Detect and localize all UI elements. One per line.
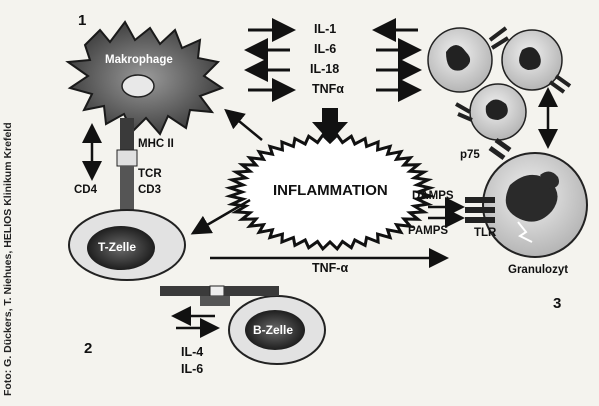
section-number-3: 3 — [553, 295, 561, 312]
b-cell-label: B-Zelle — [253, 323, 293, 337]
tlr-receptor — [465, 197, 495, 223]
tnf-alpha-label: TNF-α — [312, 261, 348, 275]
granulocyte-label: Granulozyt — [508, 264, 568, 276]
macrophage-label: Makrophage — [105, 54, 173, 66]
macrophage-cell — [68, 22, 222, 134]
cytokine-arrows — [248, 30, 418, 90]
cytokine-top-3: IL-18 — [310, 62, 339, 76]
p75-receptor — [490, 140, 510, 158]
cytokine-top-1: IL-1 — [314, 22, 336, 36]
mhc-label: MHC II — [138, 138, 174, 150]
cytokine-top-4: TNFα — [312, 82, 344, 96]
cd3-label: CD3 — [138, 184, 161, 196]
mhc-tcr-complex — [117, 118, 137, 216]
p75-label: p75 — [460, 149, 480, 161]
pamps-label: PAMPS — [408, 225, 448, 237]
down-arrow-to-inflammation — [312, 108, 348, 142]
t-cell-label: T-Zelle — [98, 240, 136, 254]
cd4-label: CD4 — [74, 184, 97, 196]
inflammation-label: INFLAMMATION — [273, 182, 388, 199]
cytokine-top-2: IL-6 — [314, 42, 336, 56]
cytokine-bottom-1: IL-4 — [181, 345, 203, 359]
section-number-2: 2 — [84, 340, 92, 357]
granulocyte-large — [483, 153, 587, 257]
photo-credit: Foto: G. Dückers, T. Niehues, HELIOS Kli… — [2, 6, 16, 396]
tcr-label: TCR — [138, 168, 162, 180]
tlr-label: TLR — [474, 227, 496, 239]
cytokine-bottom-2: IL-6 — [181, 362, 203, 376]
damps-label: DAMPS — [412, 190, 454, 202]
section-number-1: 1 — [78, 12, 86, 29]
